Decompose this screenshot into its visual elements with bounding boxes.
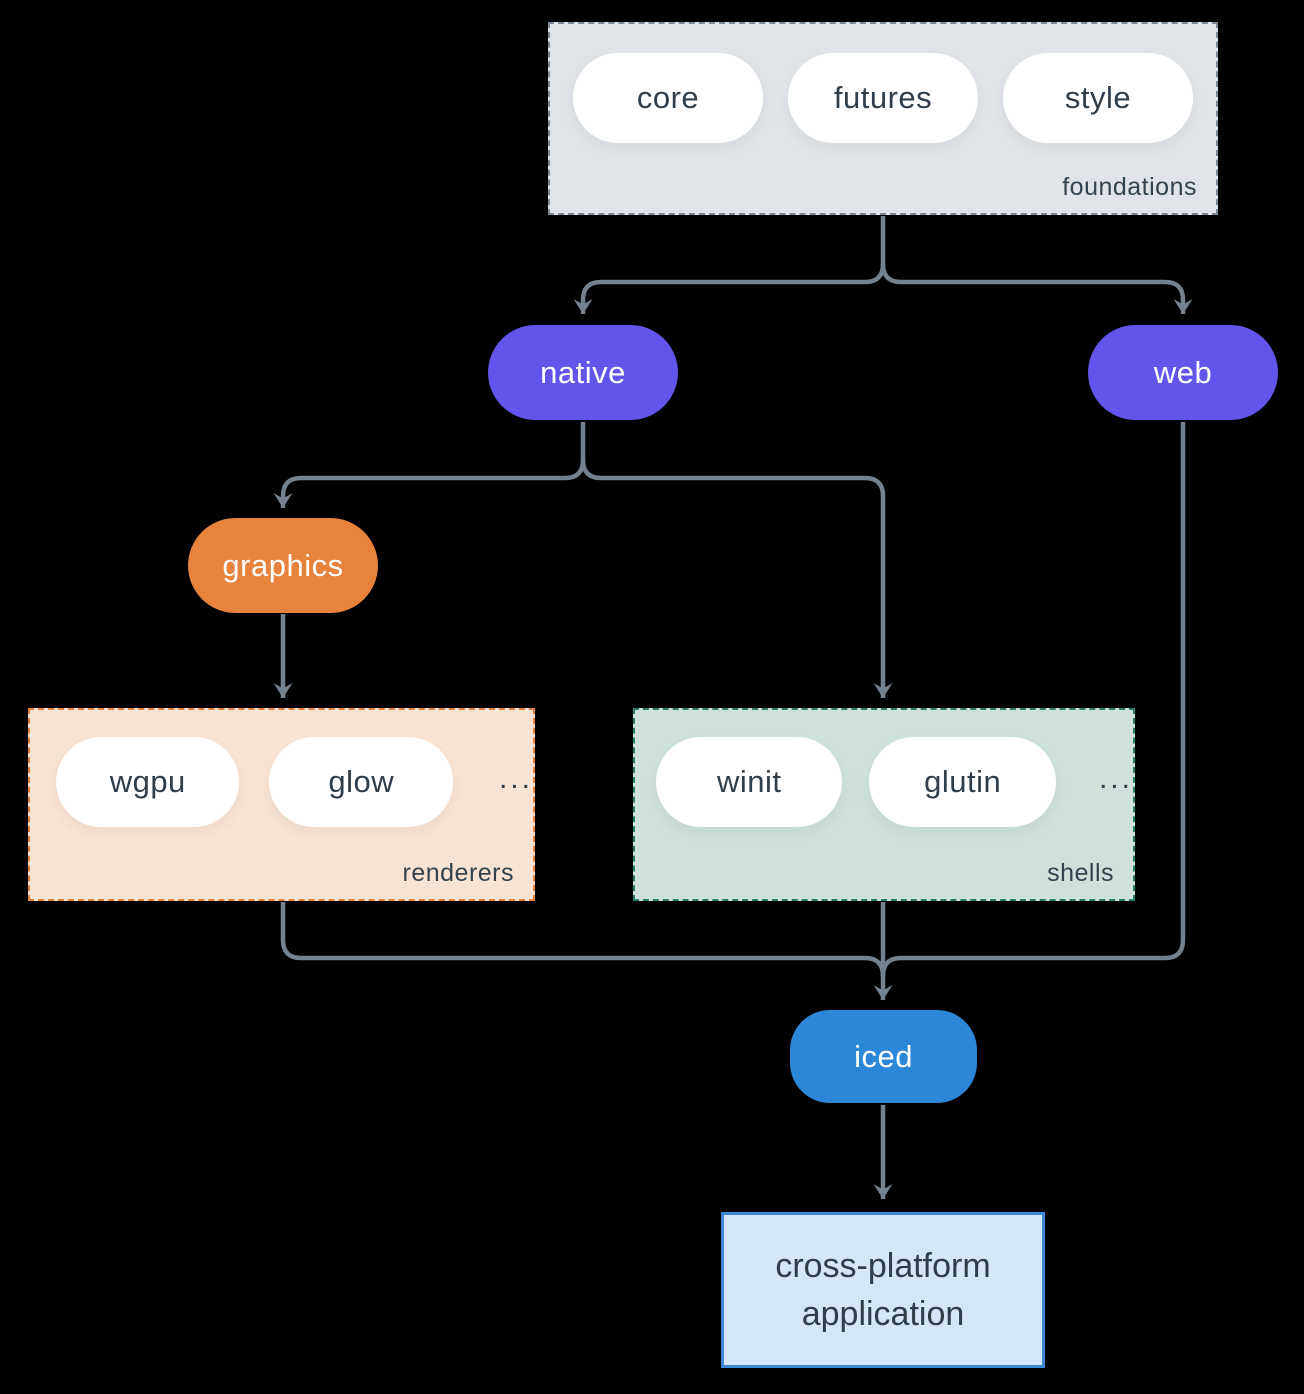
node-glow: glow: [269, 737, 453, 827]
shells-label: shells: [1047, 859, 1114, 887]
cross-platform-application-box: cross-platform application: [721, 1212, 1045, 1368]
shells-pill-row: winit glutin ...: [635, 710, 1133, 827]
node-wgpu: wgpu: [56, 737, 240, 827]
node-glutin: glutin: [869, 737, 1056, 827]
foundations-group: core futures style foundations: [548, 22, 1218, 215]
node-iced: iced: [790, 1010, 977, 1103]
shells-group: winit glutin ... shells: [633, 708, 1135, 901]
edge-foundations-web: [880, 263, 1193, 314]
node-style: style: [1003, 53, 1193, 143]
renderers-group: wgpu glow ... renderers: [28, 708, 535, 901]
node-graphics: graphics: [188, 518, 378, 613]
node-futures: futures: [788, 53, 978, 143]
renderers-label: renderers: [402, 859, 514, 887]
foundations-pill-row: core futures style: [550, 24, 1216, 143]
foundations-label: foundations: [1062, 173, 1197, 201]
edge-native-graphics: [273, 422, 586, 508]
edge-native-shells: [580, 459, 893, 698]
edge-foundations-native: [573, 216, 886, 314]
node-core: core: [573, 53, 763, 143]
node-web: web: [1088, 325, 1278, 420]
edge-renderers-iced: [280, 902, 886, 977]
shells-ellipsis: ...: [1098, 762, 1133, 795]
renderers-ellipsis: ...: [498, 762, 533, 795]
renderers-pill-row: wgpu glow ...: [30, 710, 533, 827]
node-winit: winit: [656, 737, 843, 827]
node-native: native: [488, 325, 678, 420]
